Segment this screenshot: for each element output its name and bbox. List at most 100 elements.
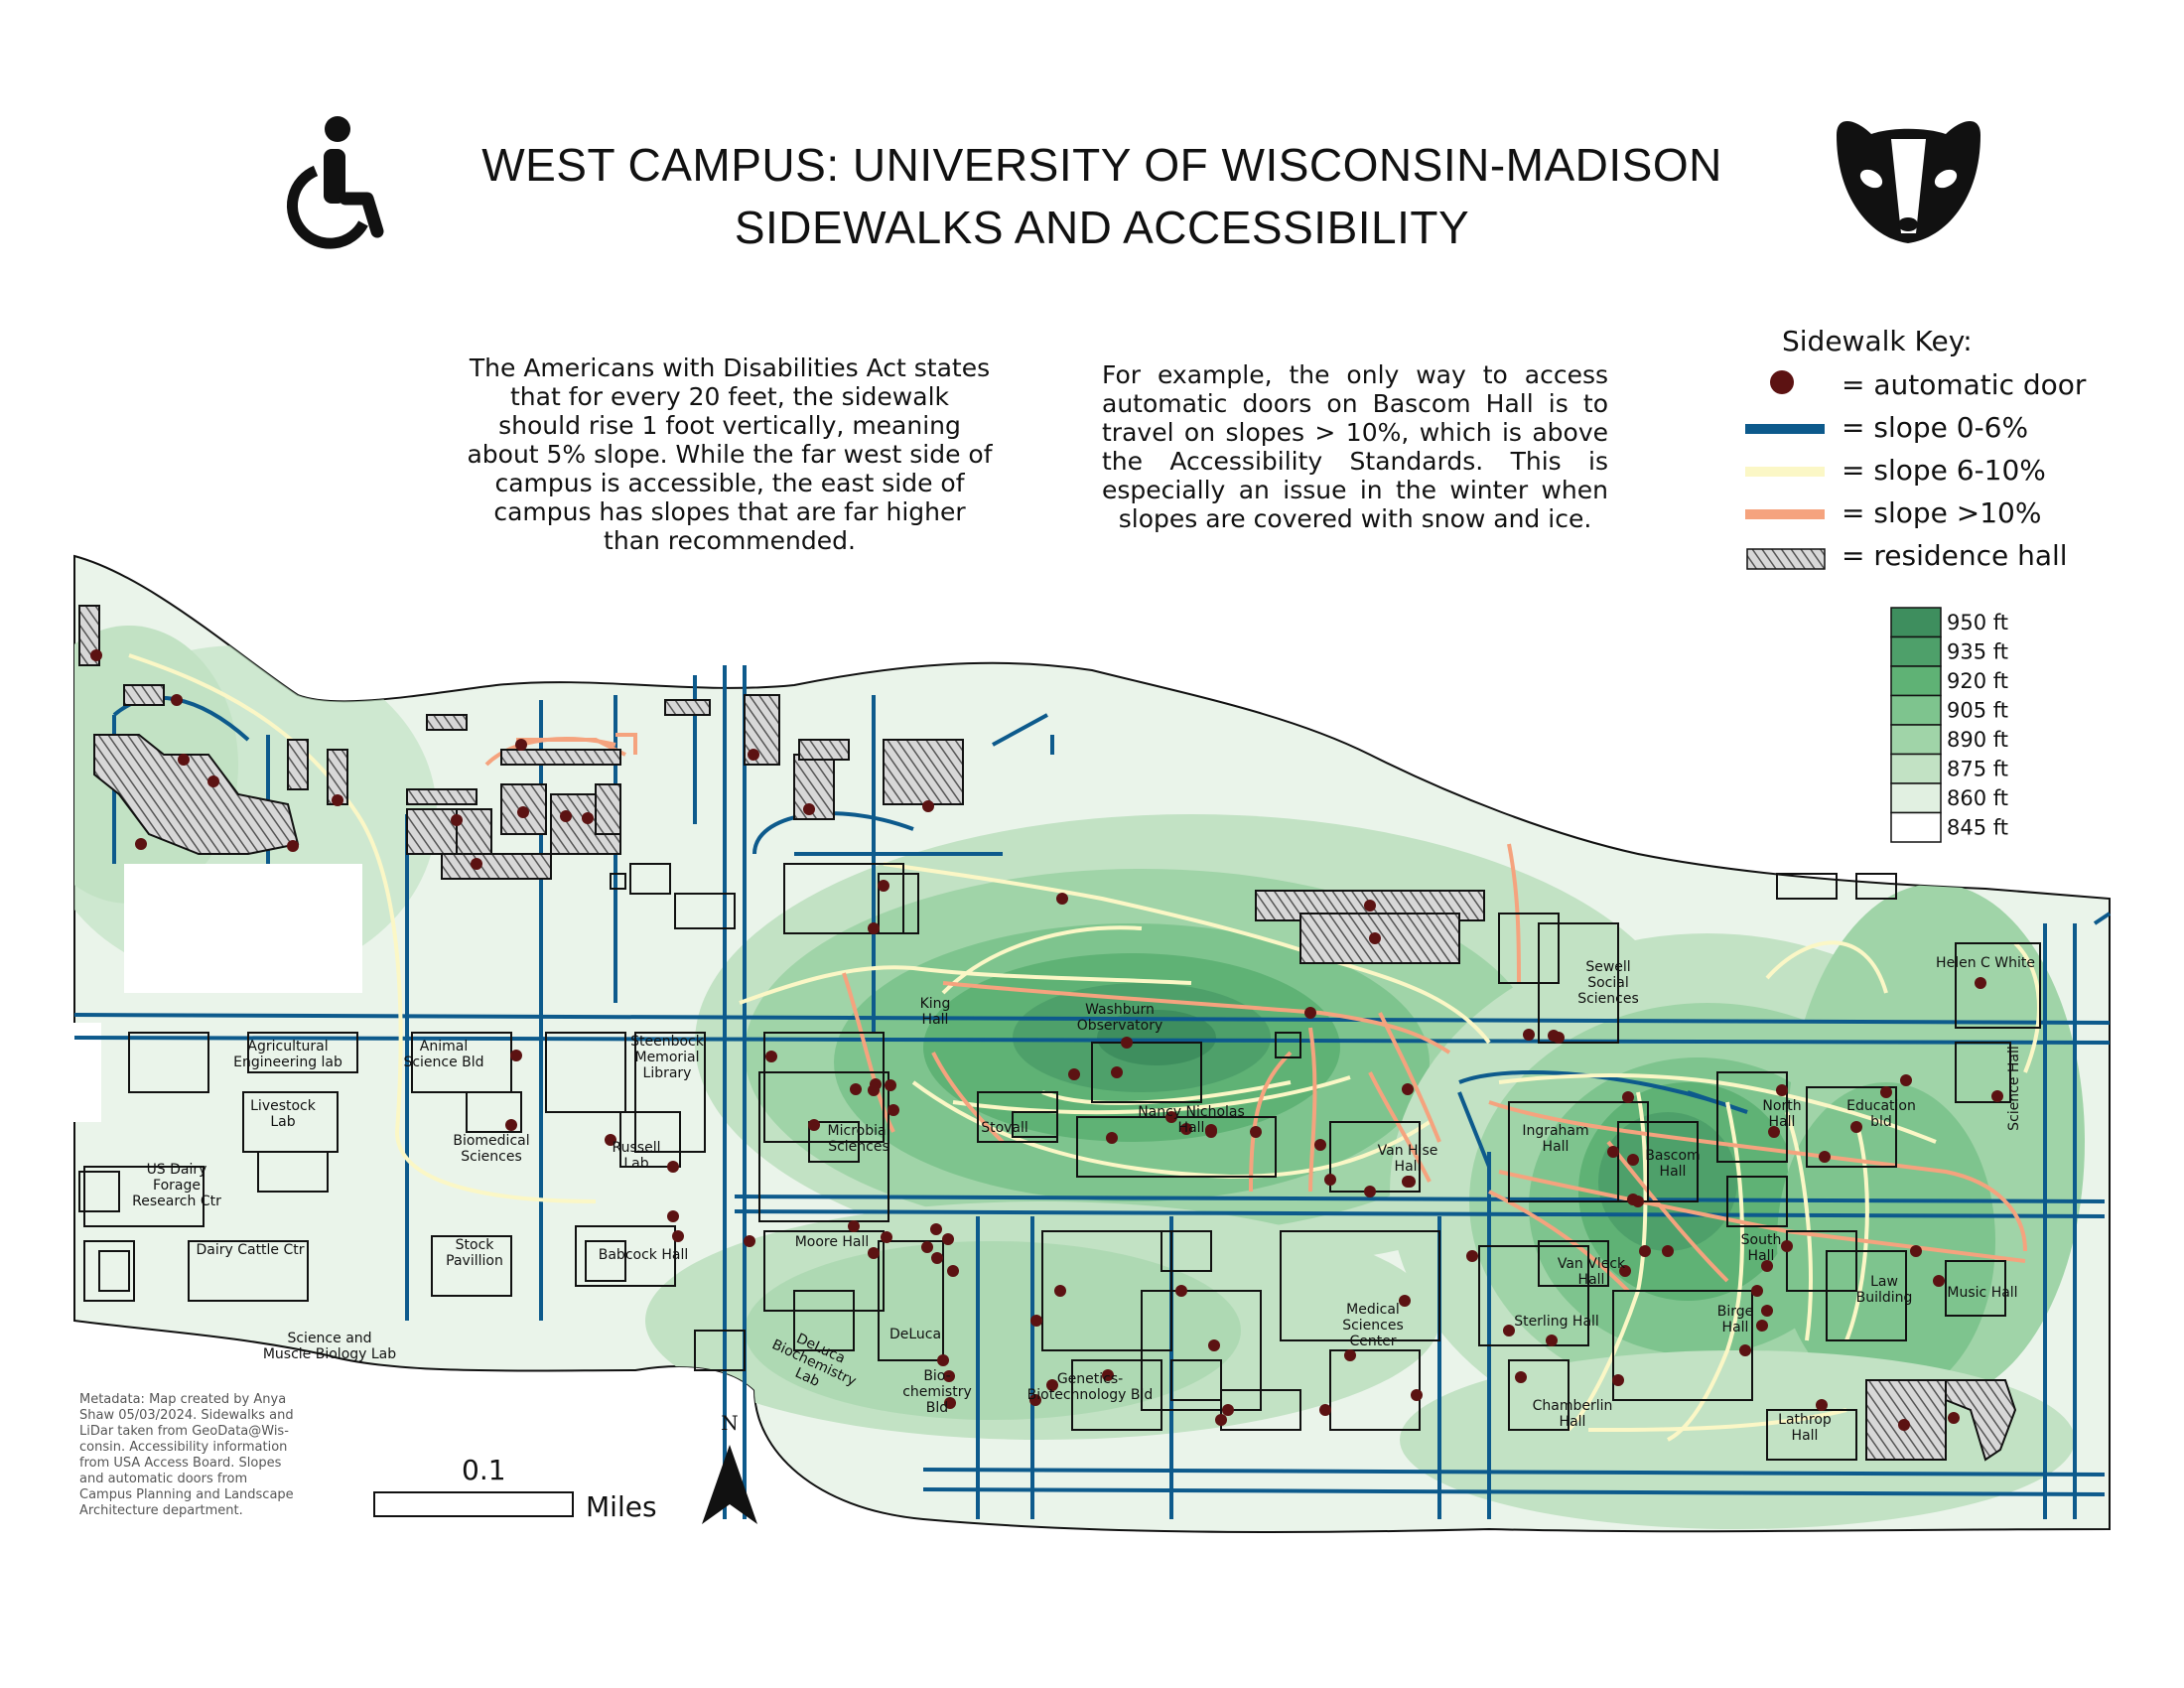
elevation-label: 890 ft xyxy=(1947,728,2008,752)
elevation-swatch xyxy=(1890,665,1942,697)
building-label-line: Sciences xyxy=(828,1139,889,1155)
elevation-label: 860 ft xyxy=(1947,786,2008,810)
building-label-line: Hall xyxy=(922,1012,949,1028)
scale-bar-unit: Miles xyxy=(586,1490,657,1523)
building-label: Sterling Hall xyxy=(1514,1314,1599,1330)
legend-item-slope-over-10: = slope >10% xyxy=(1842,496,2041,529)
building-label-line: Science and xyxy=(287,1331,371,1346)
building-label-line: Pavillion xyxy=(446,1253,503,1269)
elevation-swatch xyxy=(1890,635,1942,667)
building-label-line: Chamberlin xyxy=(1533,1398,1613,1414)
elevation-swatch xyxy=(1890,607,1942,638)
building-label-line: Genetics- xyxy=(1057,1371,1123,1387)
building-label-line: US Dairy xyxy=(147,1162,207,1178)
building-label-line: Hall xyxy=(1178,1120,1205,1136)
building-label-line: Sciences xyxy=(461,1149,522,1165)
building-label-line: Washburn xyxy=(1085,1002,1155,1018)
residence-hall-swatch xyxy=(1746,548,1826,570)
building-label: DeLuca xyxy=(889,1327,941,1342)
building-label-line: King xyxy=(920,996,951,1012)
building-label-line: Bio- xyxy=(923,1368,950,1384)
building-label-line: Van Hise xyxy=(1378,1143,1438,1159)
elevation-label: 905 ft xyxy=(1947,699,2008,723)
metadata-line: from USA Access Board. Slopes xyxy=(79,1456,282,1471)
metadata-note: Metadata: Map created by Anya Shaw 05/03… xyxy=(79,1392,323,1519)
elevation-label: 935 ft xyxy=(1947,640,2008,664)
automatic-doors xyxy=(90,649,2003,1431)
legend-item-slope-6-10: = slope 6-10% xyxy=(1842,454,2046,487)
building-label-line: chemistry xyxy=(902,1384,972,1400)
building-label-line: Muscle Biology Lab xyxy=(263,1346,396,1362)
building-label-line: Library xyxy=(643,1065,692,1081)
building-label-line: Bld xyxy=(926,1400,948,1416)
slope-6-10-swatch xyxy=(1745,467,1825,477)
building-label-line: Sterling Hall xyxy=(1514,1314,1599,1330)
building-label-line: Biomedical xyxy=(453,1133,529,1149)
buildings xyxy=(78,863,2041,1461)
building-label: Dairy Cattle Ctr xyxy=(196,1242,304,1258)
building-label: Stovall xyxy=(981,1120,1028,1136)
elevation-swatch xyxy=(1890,724,1942,756)
metadata-line: Architecture department. xyxy=(79,1503,243,1518)
building-label-line: Animal xyxy=(420,1039,468,1055)
building-label-line: Nancy Nicholas xyxy=(1138,1104,1245,1120)
automatic-door-swatch xyxy=(1770,370,1794,394)
scale-bar: 0.1 Miles xyxy=(373,1454,657,1523)
sidewalks-slope-over-10 xyxy=(484,733,2027,1293)
building-label-line: Lathrop xyxy=(1778,1412,1832,1428)
building-label-line: Building xyxy=(1856,1290,1913,1306)
building-label-line: Hall xyxy=(1395,1159,1422,1175)
slope-over-10-swatch xyxy=(1745,509,1825,519)
building-label-line: Babcock Hall xyxy=(599,1247,688,1263)
north-arrow: N xyxy=(702,1411,757,1524)
building-label-line: Sewell xyxy=(1585,959,1630,975)
building-label-line: DeLuca xyxy=(889,1327,941,1342)
building-label: Music Hall xyxy=(1947,1285,2017,1301)
building-label-line: bld xyxy=(1870,1114,1892,1130)
building-label-line: Lab xyxy=(623,1156,648,1172)
building-label-line: Sciences xyxy=(1577,991,1639,1007)
building-label-line: Steenbock xyxy=(630,1034,705,1050)
building-label-line: Stock xyxy=(456,1237,495,1253)
building-label-line: Bascom xyxy=(1645,1148,1700,1164)
scale-bar-distance: 0.1 xyxy=(462,1454,506,1486)
elevation-label: 875 ft xyxy=(1947,758,2008,781)
building-label-line: Birge xyxy=(1717,1304,1754,1320)
building-label-line: Medical xyxy=(1346,1302,1400,1318)
building-label-line: Music Hall xyxy=(1947,1285,2017,1301)
building-label-line: Stovall xyxy=(981,1120,1028,1136)
building-label-line: Forage xyxy=(153,1178,201,1194)
building-label-line: Ingraham xyxy=(1522,1123,1588,1139)
building-label-line: Science Hall xyxy=(2006,1046,2022,1131)
elevation-label: 845 ft xyxy=(1947,816,2008,840)
sidewalk-key: Sidewalk Key: = automatic door = slope 0… xyxy=(1745,325,2087,572)
building-label-line: Russell xyxy=(613,1140,661,1156)
elevation-swatch xyxy=(1890,753,1942,784)
building-label-line: Hall xyxy=(1578,1272,1605,1288)
metadata-line: and automatic doors from xyxy=(79,1472,248,1486)
metadata-line: Campus Planning and Landscape xyxy=(79,1487,294,1502)
building-label-line: Microbial xyxy=(828,1123,890,1139)
open-fields xyxy=(60,864,362,1122)
building-label: Science Hall xyxy=(2006,1046,2022,1131)
building-label-line: Engineering lab xyxy=(233,1055,342,1070)
